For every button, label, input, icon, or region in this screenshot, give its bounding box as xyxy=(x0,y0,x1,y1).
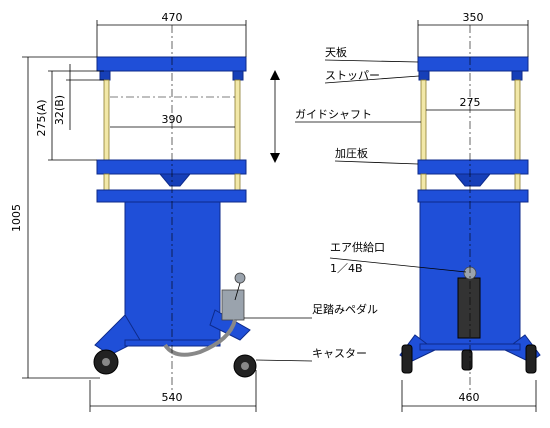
side-stopper-right xyxy=(511,70,523,81)
dim-front-top: 470 xyxy=(162,11,183,24)
dim-side-inner: 275 xyxy=(460,96,481,109)
label-air-inlet: エア供給口 xyxy=(330,240,385,254)
side-dimensions: 350 275 460 xyxy=(401,11,537,412)
side-cylinder xyxy=(457,277,481,339)
front-base-bar xyxy=(124,339,221,347)
dim-stroke-b: 32(B) xyxy=(53,95,66,125)
front-dimensions: 470 390 540 1005 275(A) 32(B) xyxy=(10,11,280,412)
side-pressure-plate xyxy=(417,159,529,175)
front-pedal-knob xyxy=(234,272,246,284)
side-guide-shaft-right xyxy=(514,79,521,161)
side-guide-shaft-lower-left xyxy=(420,173,427,191)
front-top-plate xyxy=(96,56,247,72)
front-guide-shaft-right xyxy=(234,79,241,161)
side-stopper-left xyxy=(418,70,430,81)
label-pressure-plate: 加圧板 xyxy=(335,146,368,160)
front-pressure-plate xyxy=(96,159,247,175)
front-base-right xyxy=(209,309,251,341)
front-view xyxy=(93,25,257,395)
label-top-plate: 天板 xyxy=(325,45,347,59)
side-caster xyxy=(461,349,473,371)
labels: 天板 ストッパー ガイドシャフト 加圧板 エア供給口 1／4B 足踏みペダル キ… xyxy=(244,45,467,362)
front-guide-shaft-lower-right xyxy=(234,173,241,191)
side-guide-shaft-left xyxy=(420,79,427,161)
side-lower-plate xyxy=(417,189,529,203)
side-guide-shaft-lower-right xyxy=(514,173,521,191)
side-wheel-left xyxy=(401,344,413,374)
front-pedal-assembly xyxy=(221,289,245,321)
side-funnel xyxy=(453,173,492,187)
dim-front-height: 1005 xyxy=(10,204,23,232)
front-stopper-left xyxy=(99,70,111,81)
front-lower-plate xyxy=(96,189,247,203)
front-guide-shaft-lower-left xyxy=(103,173,110,191)
front-guide-shaft-left xyxy=(103,79,110,161)
dim-side-top: 350 xyxy=(463,11,484,24)
label-caster: キャスター xyxy=(312,347,367,360)
side-top-plate xyxy=(417,56,529,72)
front-stopper-right xyxy=(232,70,244,81)
front-body xyxy=(124,201,221,343)
label-stopper: ストッパー xyxy=(325,69,380,82)
front-funnel xyxy=(158,173,192,187)
dim-stroke-a: 275(A) xyxy=(35,99,48,136)
label-guide-shaft: ガイドシャフト xyxy=(295,108,372,121)
dim-side-base: 460 xyxy=(459,391,480,404)
side-wheel-right xyxy=(525,344,537,374)
dim-front-inner: 390 xyxy=(162,113,183,126)
dim-front-base: 540 xyxy=(162,391,183,404)
label-foot-pedal: 足踏みペダル xyxy=(312,302,378,316)
side-view xyxy=(399,25,541,395)
label-air-inlet-size: 1／4B xyxy=(330,262,363,275)
